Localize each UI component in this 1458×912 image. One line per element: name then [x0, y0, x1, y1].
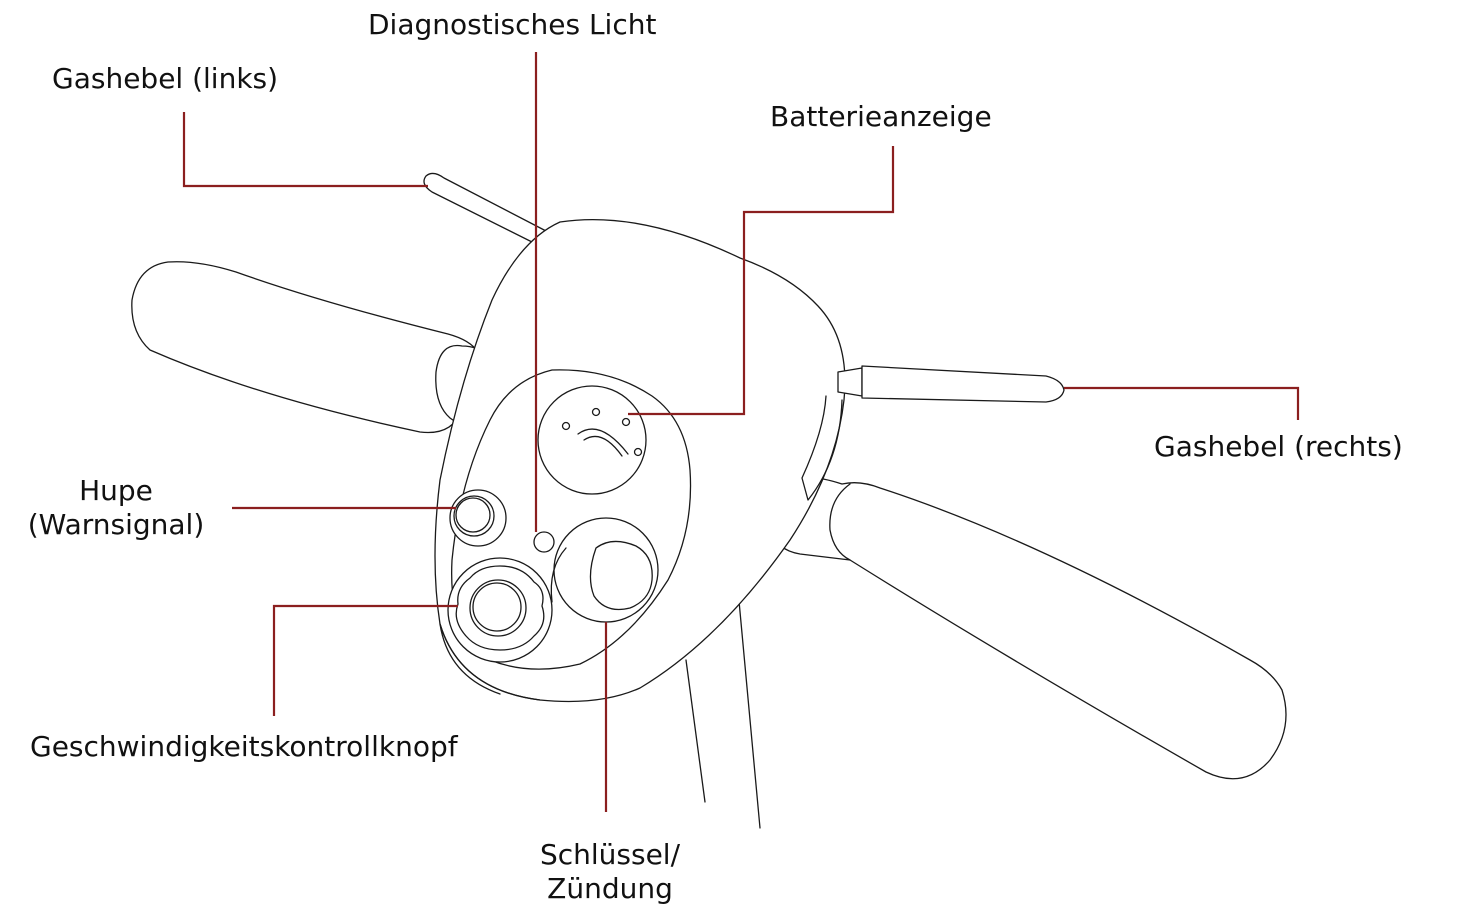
label-speed-knob: Geschwindigkeitskontrollknopf — [30, 730, 458, 764]
label-throttle-left: Gashebel (links) — [52, 62, 278, 96]
left-handle-grip — [132, 262, 488, 433]
leader-throttle-left — [184, 112, 428, 186]
label-diagnostic-light: Diagnostisches Licht — [368, 8, 656, 42]
label-horn-line1: Hupe — [4, 474, 228, 508]
battery-indicator-dial — [538, 386, 646, 494]
label-horn-line2: (Warnsignal) — [4, 508, 228, 542]
label-key-ignition: Schlüssel/ Zündung — [500, 838, 720, 906]
left-throttle-lever — [424, 173, 548, 244]
label-battery-indicator: Batterieanzeige — [770, 100, 992, 134]
leader-speed-knob — [274, 606, 458, 716]
label-key-line1: Schlüssel/ — [500, 838, 720, 872]
speed-control-knob — [448, 558, 552, 662]
leader-throttle-right — [1064, 388, 1298, 420]
right-throttle-lever — [838, 366, 1064, 402]
label-key-line2: Zündung — [500, 872, 720, 906]
right-handle-grip — [772, 477, 1286, 778]
label-throttle-right: Gashebel (rechts) — [1154, 430, 1403, 464]
diagnostic-light — [534, 532, 554, 552]
horn-button — [450, 490, 506, 546]
label-horn: Hupe (Warnsignal) — [4, 474, 228, 542]
